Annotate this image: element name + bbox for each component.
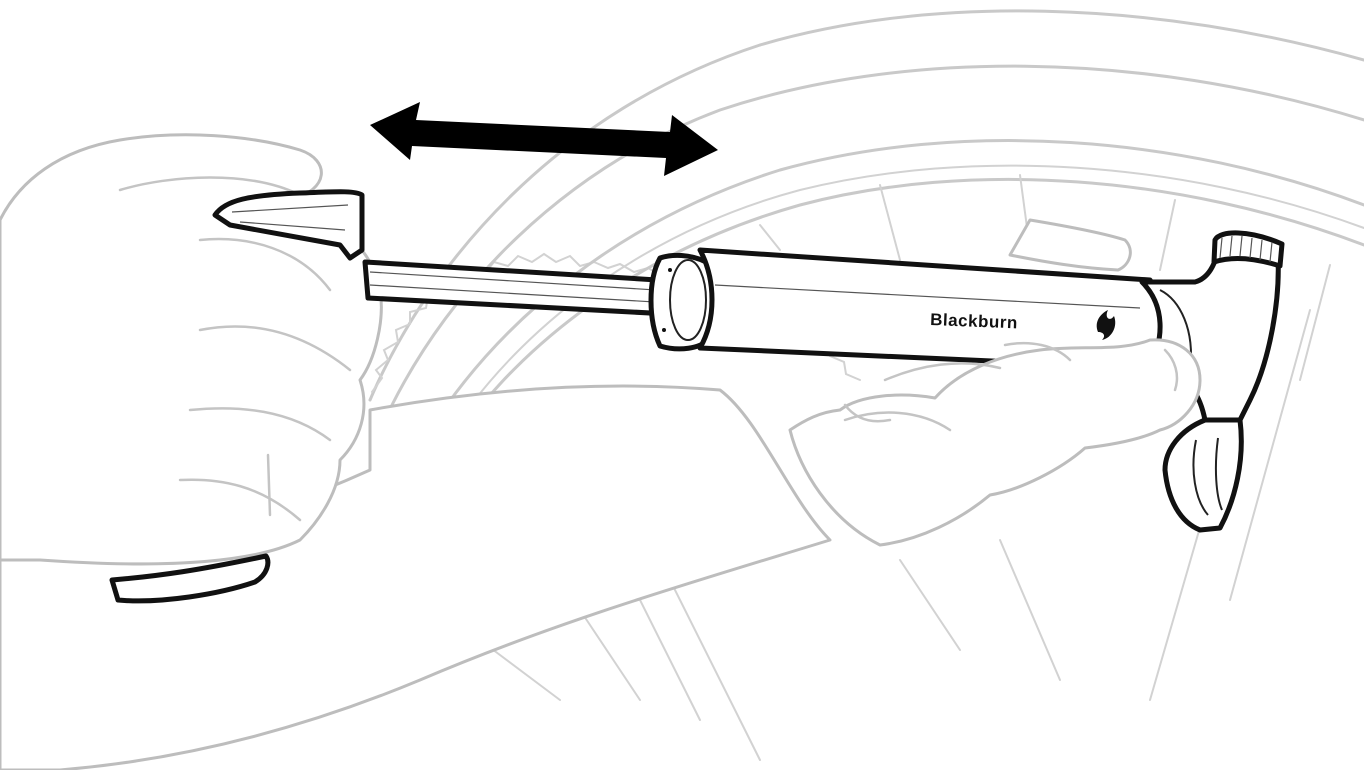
left-hand-fold	[266, 453, 272, 517]
pump-valve-lever	[1162, 417, 1244, 533]
pump-handle-bottom	[109, 553, 271, 604]
right-hand-fingers	[788, 338, 1202, 547]
rim-outer	[428, 139, 1364, 432]
brand-flame-icon	[1096, 310, 1116, 340]
pump-head-cap-grip	[1219, 235, 1273, 263]
right-hand-knuckle-4	[1163, 348, 1179, 392]
pump-handle-top-shade	[231, 204, 349, 231]
right-hand-thumb	[1008, 218, 1132, 272]
pump-endcap-dot-2	[662, 328, 666, 332]
pump-shaft-highlight-2	[369, 284, 689, 305]
left-hand-knuckle-3	[188, 407, 332, 442]
pump-shaft-highlight-1	[369, 271, 689, 293]
hand-pump: Blackburn	[109, 189, 1285, 604]
motion-arrow	[370, 102, 718, 176]
pump-barrel-highlight	[714, 284, 1141, 309]
brand-label: Blackburn	[930, 310, 1018, 332]
pump-valve-lever-slot	[1192, 437, 1223, 516]
left-hand-knuckle-2	[198, 325, 352, 372]
left-hand	[0, 133, 383, 566]
pump-endcap-ring	[669, 259, 707, 341]
left-hand-knuckle-1	[198, 237, 332, 292]
right-hand-nail	[843, 403, 892, 423]
rim-inner	[453, 177, 1364, 442]
pump-handle-top	[212, 189, 365, 261]
right-hand-knuckle-1	[883, 362, 1002, 382]
left-hand-thumb	[118, 176, 302, 197]
tire-outer-edge	[368, 9, 1364, 402]
left-hand-knuckle-4	[178, 478, 302, 522]
right-hand	[788, 218, 1202, 547]
rim-highlight	[459, 164, 1364, 421]
right-hand-knuckle-3	[1003, 341, 1072, 362]
double-arrow-icon	[370, 102, 718, 176]
pump-endcap-dot-1	[668, 268, 672, 272]
